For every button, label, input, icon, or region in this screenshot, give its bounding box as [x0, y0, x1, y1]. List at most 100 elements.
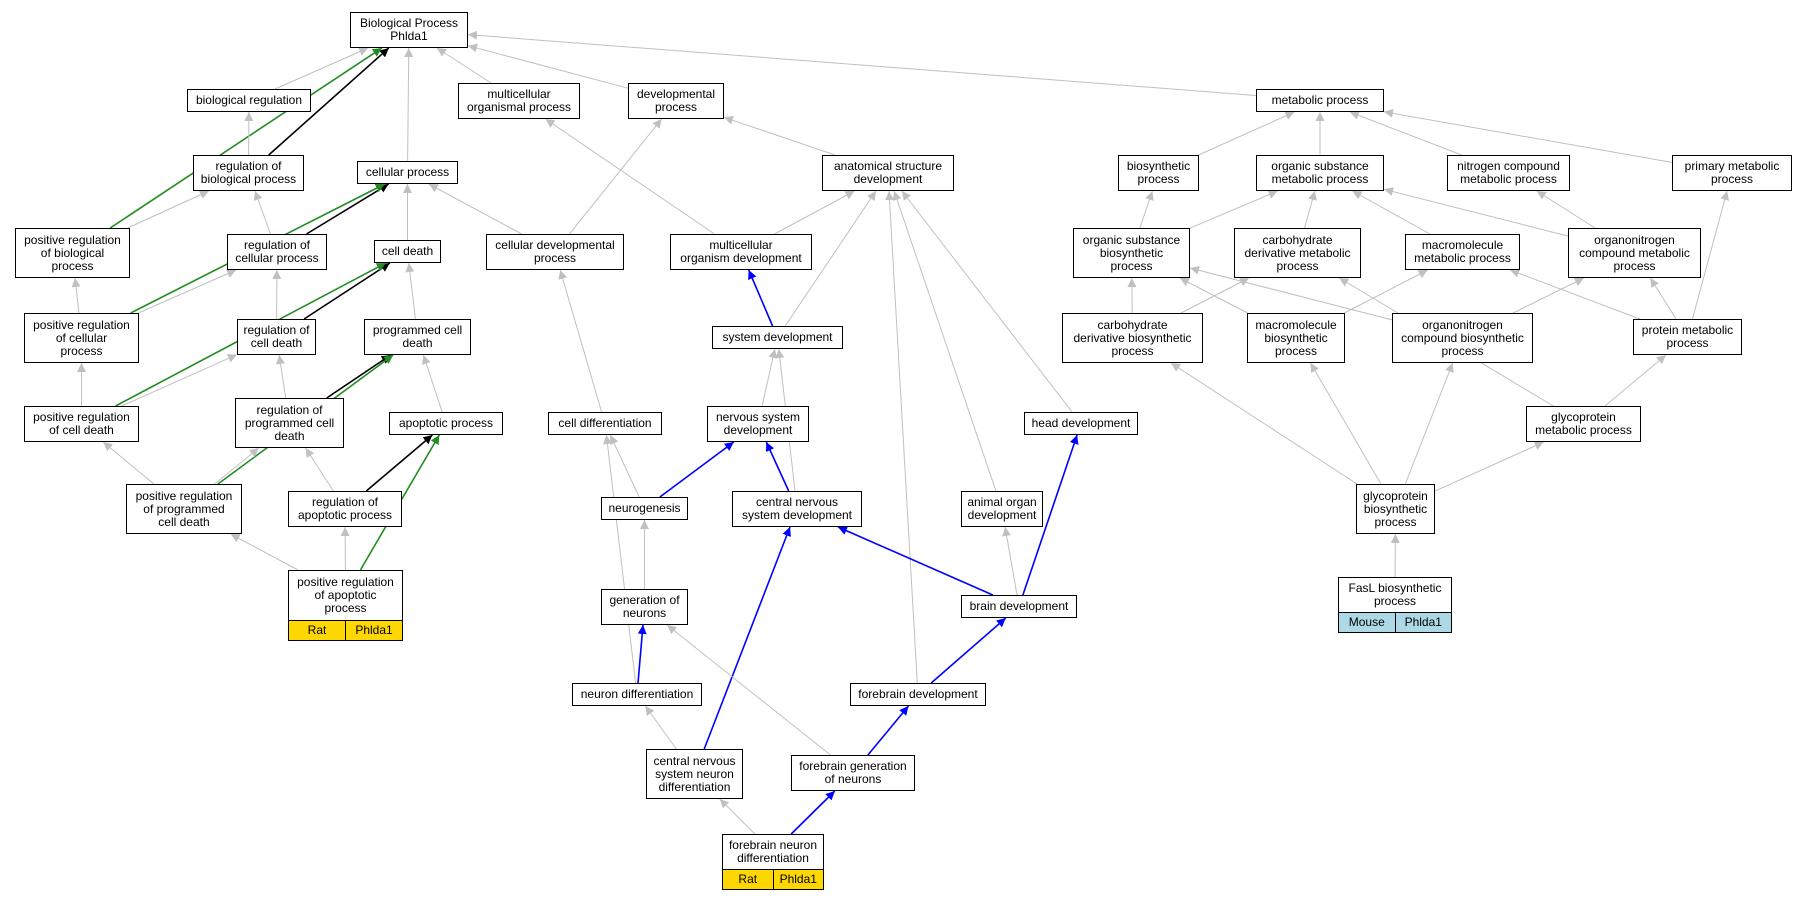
go-term-metab[interactable]: metabolic process	[1256, 89, 1384, 112]
go-term-regbio[interactable]: regulation of biological process	[193, 155, 304, 191]
species-tag: Rat	[289, 621, 345, 640]
edge-orgnitbio-to-orgnitmet	[1512, 277, 1585, 314]
go-term-pcd[interactable]: programmed cell death	[364, 319, 471, 355]
go-term-fbnd[interactable]: forebrain neuron differentiation	[722, 834, 824, 870]
go-term-fbdev[interactable]: forebrain development	[850, 683, 986, 706]
go-term-nitro[interactable]: nitrogen compound metabolic process	[1447, 155, 1570, 191]
go-term-macromet[interactable]: macromolecule metabolic process	[1405, 234, 1520, 270]
gene-tag: Phlda1	[772, 870, 823, 889]
edge-fbnd-to-cnsnd	[719, 798, 756, 835]
go-term-neurogen[interactable]: neurogenesis	[601, 497, 688, 520]
edge-regpcd-to-pcd	[326, 354, 392, 399]
edge-posregpcd-to-regpcd	[214, 447, 260, 485]
species-tag: Rat	[723, 870, 773, 889]
go-term-protmet[interactable]: protein metabolic process	[1633, 319, 1742, 355]
edge-regbio-to-bp	[268, 47, 390, 156]
edge-posregbio-to-regbio	[127, 190, 210, 229]
go-term-posregcd[interactable]: positive regulation of cell death	[24, 406, 139, 442]
go-term-macrobio[interactable]: macromolecule biosynthetic process	[1247, 313, 1345, 363]
edge-nitro-to-metab	[1349, 111, 1462, 156]
edge-glycobio-to-macrobio	[1310, 362, 1382, 485]
edge-nsdev-to-sysdev	[761, 348, 778, 407]
edge-macrobio-to-macromet	[1344, 269, 1428, 314]
go-term-apop[interactable]: apoptotic process	[389, 412, 503, 435]
go-term-posregapop[interactable]: positive regulation of apoptotic process	[288, 570, 403, 621]
edge-braindev-to-aodev	[1002, 526, 1018, 596]
edge-fbdev-to-anatdev	[885, 190, 918, 684]
go-term-bioreg[interactable]: biological regulation	[187, 89, 311, 112]
edge-regapop-to-regpcd	[305, 447, 334, 492]
go-term-multdev[interactable]: multicellular organism development	[670, 234, 812, 270]
go-term-glycomet[interactable]: glycoprotein metabolic process	[1526, 406, 1641, 442]
edge-anatdev-to-devproc	[723, 115, 836, 156]
edge-protmet-to-primmet	[1691, 190, 1730, 320]
go-term-fasl[interactable]: FasL biosynthetic process	[1338, 577, 1452, 613]
edge-primmet-to-metab	[1383, 108, 1673, 163]
go-term-multorg[interactable]: multicellular organismal process	[458, 83, 580, 119]
edge-glycomet-to-protmet	[1604, 354, 1667, 407]
go-term-cnsnd[interactable]: central nervous system neuron differenti…	[646, 749, 743, 799]
go-term-orgsubbio[interactable]: organic substance biosynthetic process	[1073, 228, 1190, 278]
edge-posregcell-to-posregbio	[71, 277, 81, 314]
go-term-regpcd[interactable]: regulation of programmed cell death	[235, 398, 344, 448]
go-term-regcd[interactable]: regulation of cell death	[237, 319, 316, 355]
gene-tag: Phlda1	[1394, 613, 1451, 632]
go-term-bp[interactable]: Biological Process Phlda1	[350, 12, 468, 48]
go-term-headdev[interactable]: head development	[1024, 412, 1138, 435]
go-term-posregcell[interactable]: positive regulation of cellular process	[24, 313, 139, 363]
edge-sysdev-to-multdev	[747, 269, 774, 327]
edge-multdev-to-anatdev	[774, 190, 855, 235]
edge-orgnitmet-to-nitro	[1536, 190, 1596, 229]
go-term-cellproc[interactable]: cellular process	[357, 161, 458, 184]
go-term-genneur[interactable]: generation of neurons	[601, 589, 688, 625]
species-tag: Mouse	[1339, 613, 1395, 632]
go-term-regapop[interactable]: regulation of apoptotic process	[288, 491, 402, 527]
edge-regapop-to-apop	[365, 434, 433, 492]
edge-posregbio-to-bp	[109, 47, 383, 229]
edge-orgnitmet-to-orgsubmet	[1383, 187, 1569, 237]
edge-multdev-to-multorg	[545, 118, 715, 235]
go-term-carbmet[interactable]: carbohydrate derivative metabolic proces…	[1234, 228, 1361, 278]
edge-neurogen-to-celldiff	[609, 434, 640, 498]
edge-fbgen-to-fbdev	[867, 705, 910, 756]
go-term-celldiff[interactable]: cell differentiation	[548, 412, 662, 435]
go-term-braindev[interactable]: brain development	[961, 595, 1077, 618]
edge-metab-to-bp	[467, 30, 1257, 96]
go-term-devproc[interactable]: developmental process	[628, 83, 724, 119]
edge-protmet-to-orgnitmet	[1649, 277, 1677, 320]
edge-celldev-to-devproc	[569, 118, 662, 235]
go-term-nsdev[interactable]: nervous system development	[707, 406, 809, 442]
edge-devproc-to-bp	[467, 43, 629, 89]
edge-orgsubbio-to-orgsubmet	[1189, 190, 1278, 229]
go-term-sysdev[interactable]: system development	[712, 326, 843, 349]
go-term-neurdiff[interactable]: neuron differentiation	[572, 683, 702, 706]
go-term-cnsdev[interactable]: central nervous system development	[732, 491, 862, 527]
go-term-biosyn[interactable]: biosynthetic process	[1118, 155, 1199, 191]
edge-regpcd-to-regcd	[276, 354, 287, 399]
go-term-primmet[interactable]: primary metabolic process	[1672, 155, 1792, 191]
go-term-anatdev[interactable]: anatomical structure development	[822, 155, 954, 191]
go-term-regcell[interactable]: regulation of cellular process	[227, 234, 327, 270]
gene-tag: Phlda1	[345, 621, 402, 640]
go-term-posregpcd[interactable]: positive regulation of programmed cell d…	[126, 484, 242, 534]
go-term-aodev[interactable]: animal organ development	[961, 491, 1043, 527]
go-term-posregbio[interactable]: positive regulation of biological proces…	[15, 228, 130, 278]
go-term-orgnitbio[interactable]: organonitrogen compound biosynthetic pro…	[1392, 313, 1533, 363]
go-term-celldeath[interactable]: cell death	[374, 240, 441, 263]
go-term-fbgen[interactable]: forebrain generation of neurons	[791, 755, 915, 791]
go-term-glycobio[interactable]: glycoprotein biosynthetic process	[1356, 484, 1435, 534]
edge-celldiff-to-celldev	[558, 269, 603, 413]
go-term-carbbio[interactable]: carbohydrate derivative biosynthetic pro…	[1062, 313, 1203, 363]
edge-posregapop-to-posregpcd	[230, 533, 299, 571]
go-term-celldev[interactable]: cellular developmental process	[486, 234, 624, 270]
edge-macromet-to-orgsubmet	[1352, 190, 1431, 235]
go-term-orgsubmet[interactable]: organic substance metabolic process	[1256, 155, 1384, 191]
edge-bioreg-to-bp	[274, 47, 369, 90]
go-term-orgnitmet[interactable]: organonitrogen compound metabolic proces…	[1568, 228, 1701, 278]
edge-pcd-to-celldeath	[405, 262, 416, 320]
